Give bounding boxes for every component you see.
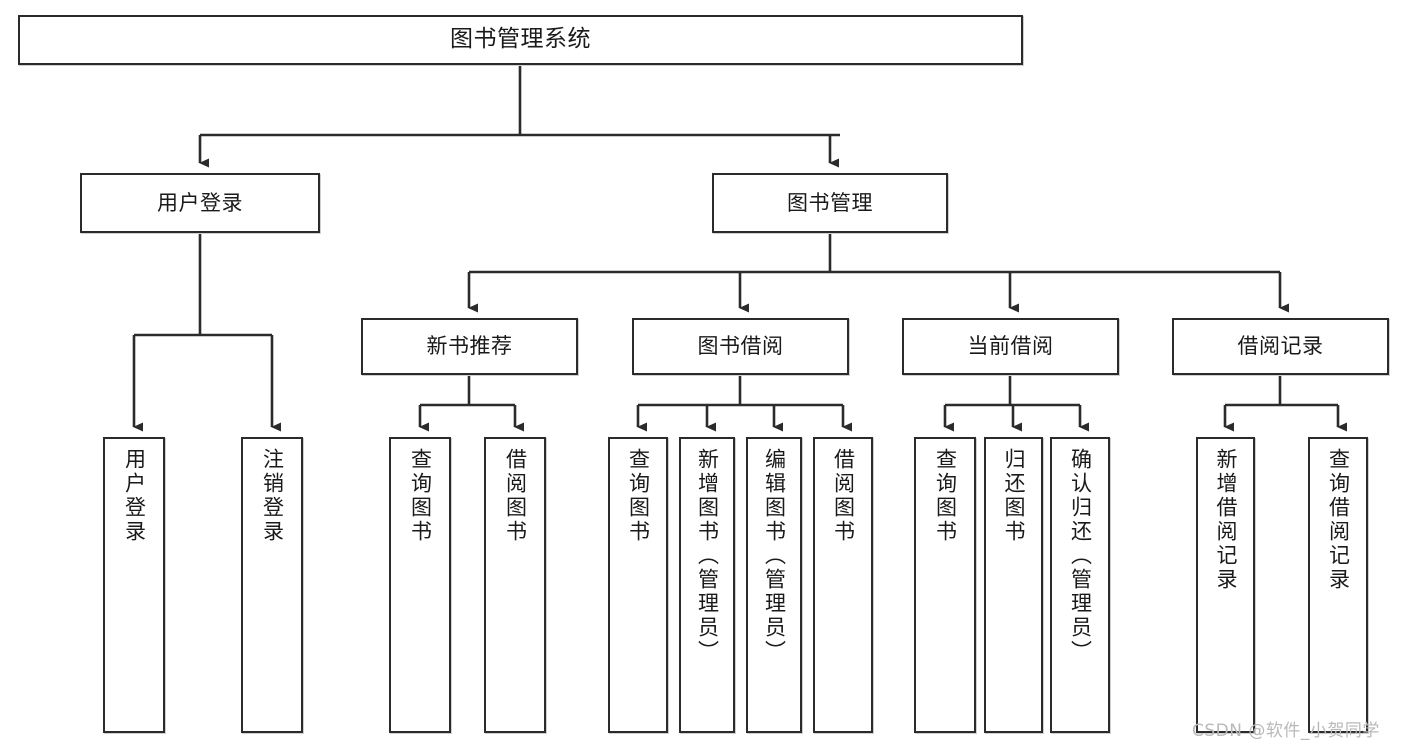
node-current-borrow-label: 当前借阅 (967, 334, 1054, 359)
node-root-label: 图书管理系统 (450, 26, 591, 53)
node-book-borrow-label: 图书借阅 (697, 334, 784, 359)
node-leaf-borrow-add-label: 新增图书（管理员） (695, 448, 720, 664)
node-user-login[interactable]: 用户登录 (80, 173, 320, 233)
csdn-watermark: CSDN @软件_小贺同学 (1192, 721, 1380, 741)
node-leaf-borrow-query-label: 查询图书 (626, 448, 651, 544)
node-new-book-rec-label: 新书推荐 (426, 334, 513, 359)
node-leaf-rec-query-label: 查询图书 (408, 448, 433, 544)
node-leaf-cur-confirm[interactable]: 确认归还（管理员） (1050, 437, 1110, 733)
node-leaf-cur-query[interactable]: 查询图书 (914, 437, 976, 733)
node-leaf-rec-borrow-label: 借阅图书 (503, 448, 528, 544)
node-leaf-user-logout[interactable]: 注销登录 (241, 437, 303, 733)
node-leaf-cur-return-label: 归还图书 (1002, 448, 1026, 544)
node-leaf-borrow-edit[interactable]: 编辑图书（管理员） (746, 437, 802, 733)
node-leaf-user-login[interactable]: 用户登录 (103, 437, 165, 733)
node-current-borrow[interactable]: 当前借阅 (902, 318, 1119, 375)
node-book-borrow[interactable]: 图书借阅 (632, 318, 849, 375)
node-leaf-rec-search[interactable]: 查询借阅记录 (1308, 437, 1368, 733)
node-leaf-borrow-add[interactable]: 新增图书（管理员） (679, 437, 735, 733)
node-leaf-borrow-lend-label: 借阅图书 (831, 448, 856, 544)
node-leaf-cur-confirm-label: 确认归还（管理员） (1068, 448, 1093, 664)
node-new-book-rec[interactable]: 新书推荐 (361, 318, 578, 375)
node-book-manage-label: 图书管理 (787, 190, 873, 215)
node-leaf-rec-add-label: 新增借阅记录 (1214, 448, 1238, 592)
node-book-manage[interactable]: 图书管理 (712, 173, 948, 233)
node-leaf-rec-query[interactable]: 查询图书 (389, 437, 451, 733)
node-borrow-record-label: 借阅记录 (1237, 334, 1324, 359)
node-leaf-user-logout-label: 注销登录 (260, 448, 285, 544)
node-user-login-label: 用户登录 (157, 190, 243, 215)
node-leaf-cur-return[interactable]: 归还图书 (984, 437, 1043, 733)
node-leaf-rec-borrow[interactable]: 借阅图书 (484, 437, 546, 733)
node-root[interactable]: 图书管理系统 (18, 15, 1023, 65)
node-leaf-cur-query-label: 查询图书 (933, 448, 958, 544)
node-borrow-record[interactable]: 借阅记录 (1172, 318, 1389, 375)
node-leaf-borrow-edit-label: 编辑图书（管理员） (762, 448, 787, 664)
node-leaf-rec-search-label: 查询借阅记录 (1326, 448, 1351, 592)
node-leaf-borrow-query[interactable]: 查询图书 (608, 437, 668, 733)
node-leaf-borrow-lend[interactable]: 借阅图书 (813, 437, 873, 733)
node-leaf-rec-add[interactable]: 新增借阅记录 (1196, 437, 1255, 733)
node-leaf-user-login-label: 用户登录 (122, 448, 147, 544)
